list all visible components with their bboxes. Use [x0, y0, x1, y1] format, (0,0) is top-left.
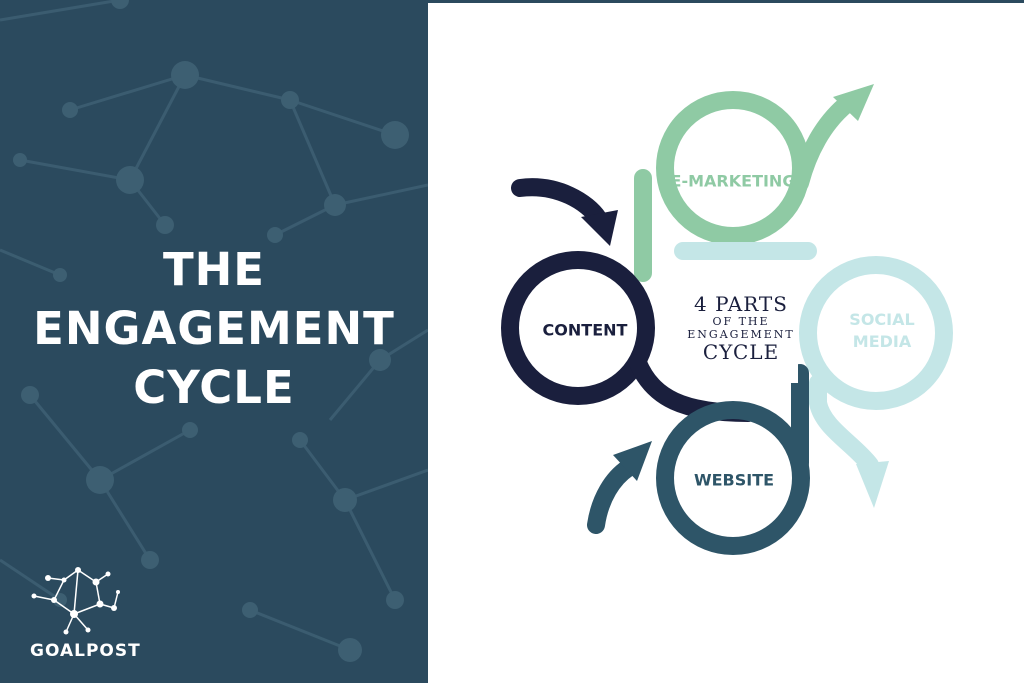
center-title-line-1: 4 PARTS — [694, 292, 788, 316]
content-label: CONTENT — [542, 320, 628, 340]
network-background-pattern — [0, 0, 428, 662]
emarketing-label: E-MARKETING — [670, 171, 796, 191]
website-label: WEBSITE — [693, 470, 775, 490]
social-media-label: SOCIAL MEDIA — [849, 309, 914, 353]
center-title-line-4: CYCLE — [702, 340, 780, 364]
emarketing-loop — [634, 91, 857, 282]
center-box — [680, 263, 798, 383]
content-arrowhead — [581, 210, 618, 246]
social-media-label-line-2: MEDIA — [852, 332, 912, 351]
diagram-panel: 4 PARTS OF THE ENGAGEMENT CYCLE CONTENT … — [428, 0, 1024, 683]
social-media-arrowhead — [856, 461, 889, 508]
headline: THE ENGAGEMENT CYCLE — [0, 240, 428, 417]
headline-line-1: THE — [162, 243, 266, 296]
emarketing-arrowhead — [833, 84, 874, 121]
headline-line-2: ENGAGEMENT — [33, 302, 395, 355]
website-loop — [587, 364, 810, 555]
logo-wordmark: GOALPOST — [30, 641, 141, 661]
website-arrowhead — [613, 441, 652, 481]
social-media-label-line-1: SOCIAL — [849, 310, 915, 329]
engagement-cycle-diagram — [501, 84, 953, 555]
center-title-line-3: ENGAGEMENT — [687, 328, 795, 341]
headline-line-3: CYCLE — [133, 361, 295, 414]
center-title: 4 PARTS OF THE ENGAGEMENT CYCLE — [687, 293, 794, 363]
social-media-loop — [674, 242, 953, 474]
center-title-line-2: OF THE — [712, 315, 770, 328]
left-panel: THE ENGAGEMENT CYCLE — [0, 0, 428, 683]
network-logo-icon — [31, 567, 120, 635]
